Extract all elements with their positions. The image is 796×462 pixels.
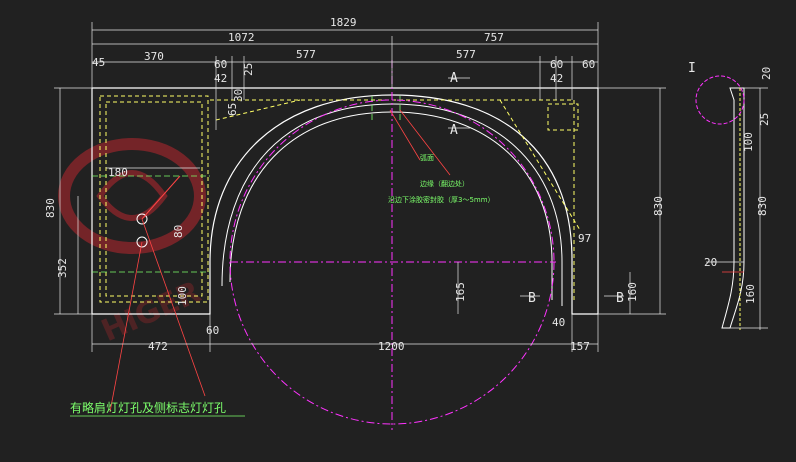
detail-i-label: I	[688, 61, 696, 76]
dim-half-left: 577	[296, 48, 316, 61]
dim-80: 80	[172, 225, 185, 238]
dim-42a: 42	[214, 72, 227, 85]
dim-97: 97	[578, 232, 591, 245]
dim-left-margin: 45	[92, 56, 105, 69]
section-b-left: B	[528, 291, 536, 306]
dim-60c: 60	[582, 58, 595, 71]
dim-157: 157	[570, 340, 590, 353]
dim-side-20-top: 20	[760, 67, 773, 80]
inner-dashed-outline	[99, 95, 581, 303]
dim-arch-width: 1200	[378, 340, 405, 353]
dim-65: 65	[226, 103, 239, 116]
dim-472: 472	[148, 340, 168, 353]
note-sealant: 沿边下涂胶密封胶（厚3～5mm）	[388, 195, 495, 204]
dimension-lines	[54, 22, 666, 352]
dim-830-side: 830	[756, 196, 769, 216]
dim-side-20-bottom: 20	[704, 256, 717, 269]
section-a-top: A	[450, 71, 458, 86]
note-fold-edge: 边缘（翻边处）	[420, 179, 469, 188]
dim-25a: 25	[242, 63, 255, 76]
dim-60a: 60	[214, 58, 227, 71]
side-view	[695, 75, 768, 330]
watermark-text: HIGER	[96, 275, 206, 349]
dim-left-to-center: 1072	[228, 31, 255, 44]
dim-830-right: 830	[652, 196, 665, 216]
dim-165: 165	[454, 282, 467, 302]
dim-160-right: 160	[626, 282, 639, 302]
dim-180: 180	[108, 166, 128, 179]
note-leaders	[70, 109, 451, 417]
section-b-right: B	[616, 291, 624, 306]
note-arch-edge: 弧面	[420, 153, 434, 162]
dim-overall-width: 1829	[330, 16, 357, 29]
section-labels: A A B B I	[450, 61, 696, 306]
dim-left-panel: 370	[144, 50, 164, 63]
dim-right-to-center: 757	[484, 31, 504, 44]
dim-60b: 60	[550, 58, 563, 71]
dim-side-100: 100	[742, 132, 755, 152]
dim-40: 40	[552, 316, 565, 329]
front-view-outline	[91, 87, 599, 315]
dimension-labels: 1829 1072 757 45 370 60 42 25 65 30 577 …	[44, 16, 773, 353]
dim-830-left: 830	[44, 198, 57, 218]
dim-30: 30	[232, 89, 245, 102]
dim-352: 352	[56, 258, 69, 278]
section-cut-lines	[448, 77, 624, 297]
lamp-holes	[136, 175, 181, 248]
note-lamp-holes: 有略肩灯灯孔及侧标志灯灯孔	[70, 400, 226, 415]
dim-42b: 42	[550, 72, 563, 85]
dim-side-25: 25	[758, 113, 771, 126]
dim-60-bottom: 60	[206, 324, 219, 337]
dim-160-side: 160	[744, 284, 757, 304]
watermark-logo: HIGER	[58, 138, 206, 349]
dim-half-right: 577	[456, 48, 476, 61]
wheel-centerline	[229, 60, 556, 430]
dim-100-left: 100	[176, 286, 189, 306]
annotations: 弧面 边缘（翻边处） 沿边下涂胶密封胶（厚3～5mm） 有略肩灯灯孔及侧标志灯灯…	[70, 153, 495, 415]
section-a-bottom: A	[450, 123, 458, 138]
